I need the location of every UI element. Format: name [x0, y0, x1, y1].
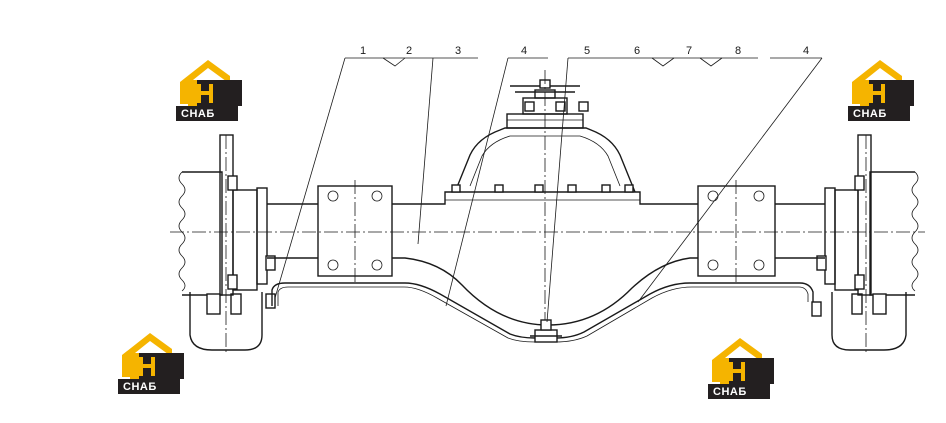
callout-1: 1 — [360, 45, 366, 57]
right-nut — [854, 274, 865, 290]
left-flange — [256, 187, 268, 285]
left-wheel — [178, 134, 276, 355]
brake-line-right — [554, 282, 814, 343]
left-nut — [265, 255, 276, 271]
logo-word-text: СНАБ — [181, 108, 215, 120]
right-tire-break-line — [911, 171, 919, 292]
right-wheel — [811, 134, 919, 355]
right-nut — [811, 301, 822, 317]
right-nut — [816, 255, 827, 271]
right-brake-plate — [857, 134, 872, 296]
callout-leaders — [274, 57, 823, 323]
left-spring-pad — [317, 180, 393, 285]
callout-3: 3 — [455, 45, 461, 57]
logo-word-text: СНАБ — [123, 381, 157, 393]
right-flange — [824, 187, 836, 285]
right-hub-bolt — [851, 293, 863, 315]
right-nut — [854, 175, 865, 191]
callout-2: 2 — [406, 45, 412, 57]
callout-4-left: 4 — [521, 45, 527, 57]
logo-word-text: СНАБ — [713, 386, 747, 398]
right-wheel-rim — [831, 292, 907, 351]
right-hub-bolt — [872, 293, 887, 315]
axle-housing — [267, 191, 825, 326]
left-nut — [265, 293, 276, 309]
watermark-logo-top-right: СНАБ — [848, 60, 914, 121]
right-spring-pad — [697, 180, 776, 285]
watermark-logo-bottom-right: СНАБ — [708, 338, 774, 399]
brake-tee-fitting — [530, 319, 562, 343]
logo-word-text: СНАБ — [853, 108, 887, 120]
left-wheel-rim — [189, 292, 263, 351]
left-nut — [227, 175, 238, 191]
brake-line-left — [271, 282, 536, 343]
left-hub-bolt — [206, 293, 221, 315]
watermark-logo-bottom-left: СНАБ — [118, 333, 184, 394]
left-tire-break-line — [178, 171, 186, 292]
callout-6: 6 — [634, 45, 640, 57]
left-hub-bolt — [230, 293, 242, 315]
callout-5: 5 — [584, 45, 590, 57]
left-nut — [227, 274, 238, 290]
callout-8: 8 — [735, 45, 741, 57]
differential-housing — [451, 70, 636, 330]
callout-7: 7 — [686, 45, 692, 57]
callout-4-right: 4 — [803, 45, 809, 57]
watermark-logo-top-left: НЗ СНАБ — [176, 60, 242, 121]
